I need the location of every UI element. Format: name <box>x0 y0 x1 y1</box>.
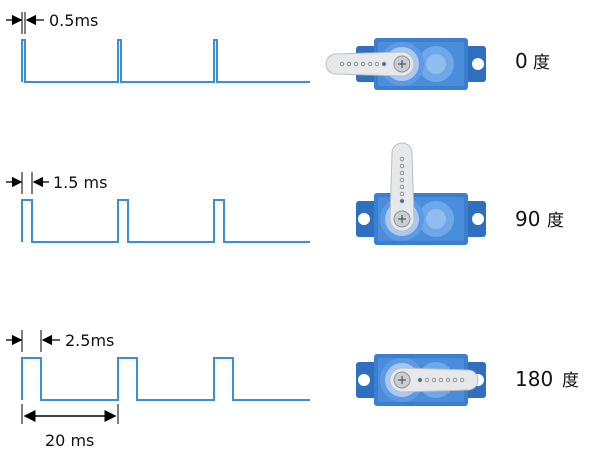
angle-unit: 度 <box>533 53 550 73</box>
row-90deg: 1.5 ms 90 度 <box>6 142 564 245</box>
pwm-signal-180deg <box>21 357 310 401</box>
angle-unit: 度 <box>562 371 579 391</box>
servo-180deg <box>356 354 486 406</box>
servo-horn <box>325 51 415 77</box>
pulse-width-label: 1.5 ms <box>53 173 107 192</box>
period-label: 20 ms <box>45 431 94 450</box>
pulse-width-label: 2.5ms <box>65 331 114 350</box>
servo-horn <box>389 367 479 393</box>
row-180deg: 2.5ms 20 ms 180 度 <box>6 330 579 450</box>
servo-0deg <box>325 38 486 90</box>
pwm-signal-90deg <box>21 199 310 243</box>
angle-value: 90 <box>515 207 540 231</box>
angle-value: 0 <box>515 49 528 73</box>
servo-90deg <box>356 142 486 245</box>
angle-value: 180 <box>515 367 553 391</box>
pulse-width-label: 0.5ms <box>49 11 98 30</box>
row-0deg: 0.5ms 0 度 <box>6 11 550 90</box>
servo-horn <box>389 142 415 232</box>
pwm-signal-0deg <box>21 39 310 83</box>
angle-unit: 度 <box>547 211 564 231</box>
